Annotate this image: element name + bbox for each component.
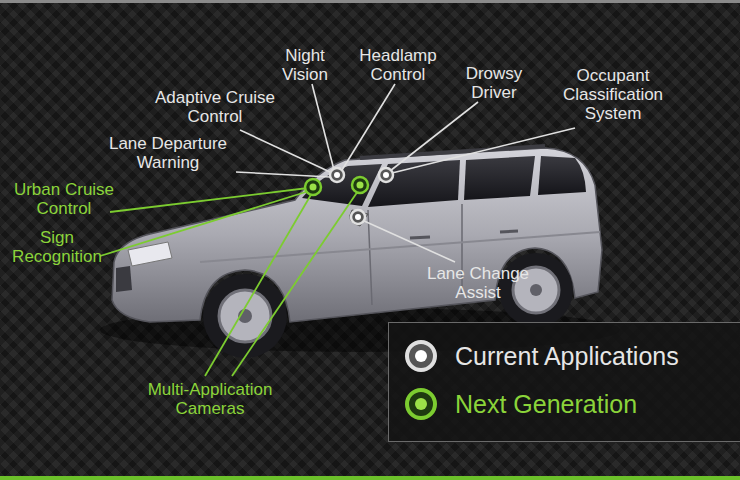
- application-label: Occupant Classification System: [548, 66, 678, 123]
- front-tyre: [203, 274, 287, 358]
- roof-rail: [360, 146, 545, 158]
- application-label: Lane Departure Warning: [96, 134, 241, 172]
- quarter-window: [538, 156, 586, 195]
- door-line: [368, 204, 462, 305]
- legend-text: Current Applications: [455, 341, 679, 371]
- bottom-bar: [0, 476, 740, 480]
- next-gen-label: Urban Cruise Control: [3, 180, 125, 218]
- legend-marker: [403, 338, 439, 374]
- rear-window: [464, 156, 535, 200]
- grille: [116, 266, 132, 292]
- leader-lines-green: [100, 188, 358, 376]
- next-gen-label: Multi-Application Cameras: [128, 380, 293, 418]
- side-mirror: [350, 210, 368, 226]
- legend-text: Next Generation: [455, 389, 637, 419]
- legend-marker: [403, 386, 439, 422]
- door-handle: [410, 231, 518, 238]
- legend-panel: Current ApplicationsNext Generation: [388, 322, 740, 442]
- application-label: Night Vision: [270, 46, 340, 84]
- rear-hub: [530, 284, 542, 296]
- top-edge: [0, 0, 740, 3]
- application-label: Headlamp Control: [348, 46, 448, 84]
- car-body: [112, 148, 602, 322]
- front-rim: [219, 290, 271, 342]
- application-label: Adaptive Cruise Control: [140, 88, 290, 126]
- application-label: Drowsy Driver: [454, 64, 534, 102]
- windshield: [302, 164, 382, 206]
- sensor-markers: [305, 168, 393, 224]
- next-gen-label: Sign Recognition: [3, 228, 111, 266]
- application-label: Lane Change Assist: [418, 264, 538, 302]
